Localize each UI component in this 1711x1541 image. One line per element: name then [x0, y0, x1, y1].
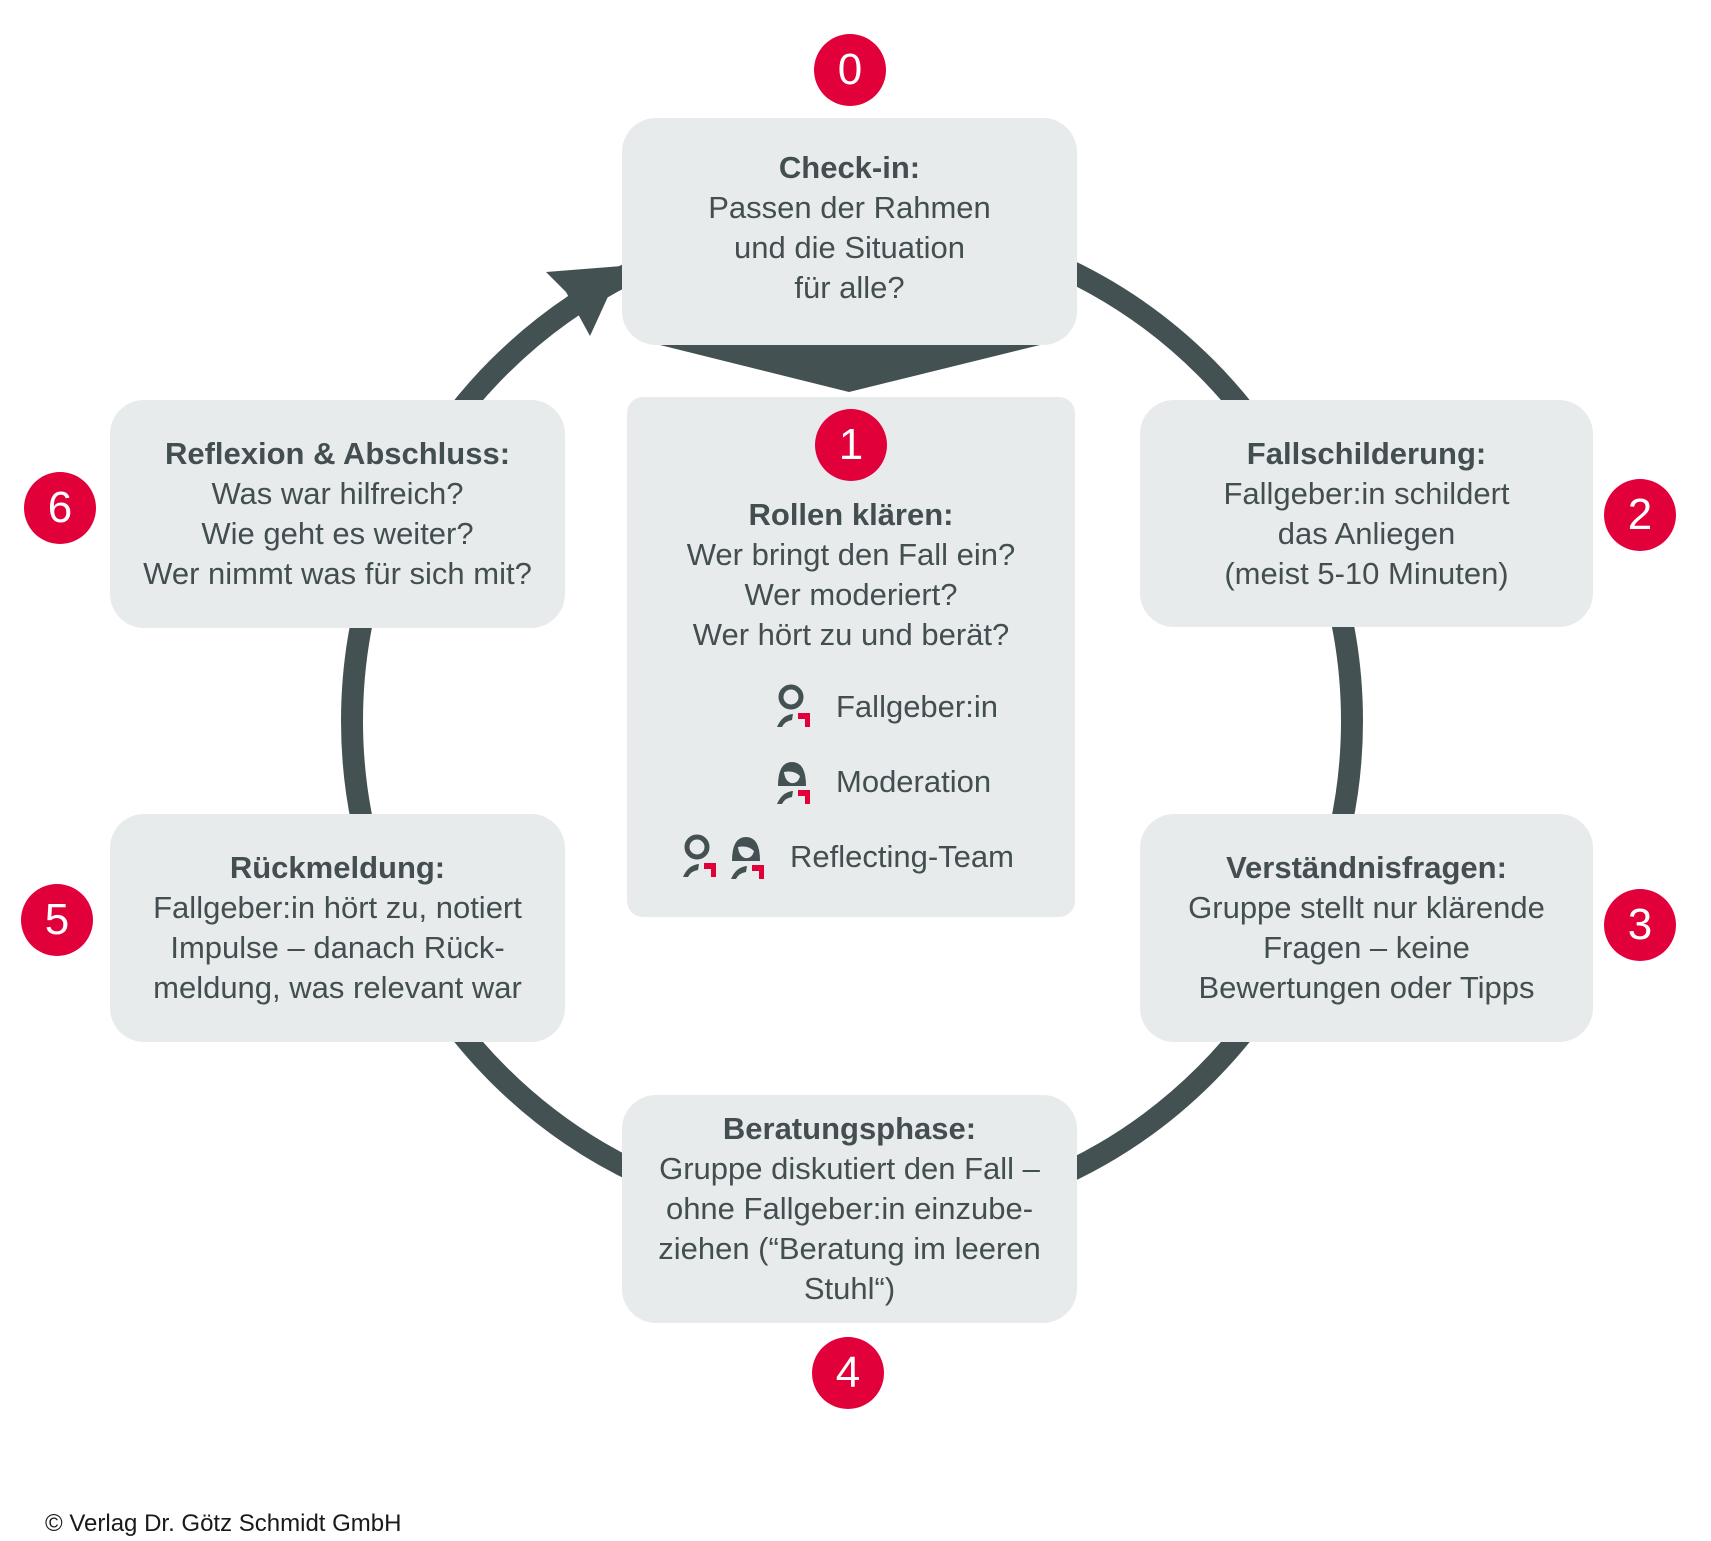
step-text: und die Situation [734, 230, 965, 265]
step-box-verstaendnisfragen: Verständnisfragen: Gruppe stellt nur klä… [1140, 814, 1593, 1042]
role-item-moderation: Moderation [727, 757, 991, 807]
step-title: Rückmeldung: [229, 850, 446, 885]
step-text: Wer moderiert? [744, 577, 958, 612]
person-round-icon [683, 834, 716, 877]
down-arrow-icon [660, 345, 1040, 392]
role-label: Moderation [836, 764, 992, 799]
copyright-notice: © Verlag Dr. Götz Schmidt GmbH [45, 1510, 402, 1537]
step-title: Reflexion & Abschluss: [164, 436, 511, 471]
step-number-badge: 3 [1604, 889, 1676, 961]
role-label: Fallgeber:in [836, 689, 998, 724]
step-text: Fallgeber:in hört zu, notiert [153, 890, 522, 925]
step-box-rueckmeldung: Rückmeldung: Fallgeber:in hört zu, notie… [110, 814, 565, 1042]
role-item-fallgeber: Fallgeber:in [727, 682, 998, 732]
step-text: ziehen (“Beratung im leeren [658, 1231, 1041, 1266]
step-text: Gruppe stellt nur klärende [1188, 890, 1545, 925]
step-title: Fallschilderung: [1246, 435, 1487, 471]
step-text: Passen der Rahmen [708, 190, 991, 225]
step-title: Rollen klären: [748, 497, 954, 532]
step-text: Wie geht es weiter? [201, 516, 474, 551]
step-title: Verständnisfragen: [1226, 850, 1507, 885]
step-text: Stuhl“) [803, 1271, 896, 1306]
role-item-reflecting-team: Reflecting-Team [680, 832, 1014, 882]
cycle-arrowhead-icon [546, 266, 622, 336]
person-hooded-icon [777, 762, 810, 804]
step-box-fallschilderung: Fallschilderung: Fallgeber:in schildert … [1140, 400, 1593, 627]
step-number-badge: 6 [24, 472, 96, 544]
step-text: Wer nimmt was für sich mit? [143, 556, 532, 591]
step-title: Beratungsphase: [722, 1111, 977, 1146]
step-title: Check-in: [778, 150, 921, 185]
step-text: für alle? [794, 270, 905, 305]
step-number-badge: 5 [21, 884, 93, 956]
role-label: Reflecting-Team [790, 839, 1014, 874]
person-round-icon [777, 684, 810, 727]
step-text: Gruppe diskutiert den Fall – [659, 1151, 1040, 1186]
step-box-rollen-klaeren: Rollen klären: Wer bringt den Fall ein? … [627, 397, 1075, 917]
step-text: Wer hört zu und berät? [692, 617, 1010, 652]
step-box-reflexion-abschluss: Reflexion & Abschluss: Was war hilfreich… [110, 400, 565, 628]
step-number-badge: 1 [815, 409, 887, 481]
step-text: Impulse – danach Rück- [170, 930, 505, 965]
step-text: Wer bringt den Fall ein? [686, 537, 1016, 572]
step-text: das Anliegen [1277, 515, 1456, 551]
step-number-badge: 2 [1604, 479, 1676, 551]
step-text: Bewertungen oder Tipps [1198, 970, 1535, 1005]
step-text: Was war hilfreich? [211, 476, 464, 511]
step-text: Fallgeber:in schildert [1223, 475, 1510, 511]
step-text: meldung, was relevant war [153, 970, 522, 1005]
person-hooded-icon [731, 837, 764, 879]
step-number-badge: 4 [812, 1337, 884, 1409]
step-box-check-in: Check-in: Passen der Rahmen und die Situ… [622, 118, 1077, 345]
step-box-beratungsphase: Beratungsphase: Gruppe diskutiert den Fa… [622, 1095, 1077, 1323]
step-number-badge: 0 [814, 34, 886, 106]
step-text: ohne Fallgeber:in einzube- [665, 1191, 1034, 1226]
step-text: Fragen – keine [1263, 930, 1470, 965]
step-text: (meist 5-10 Minuten) [1224, 555, 1509, 591]
